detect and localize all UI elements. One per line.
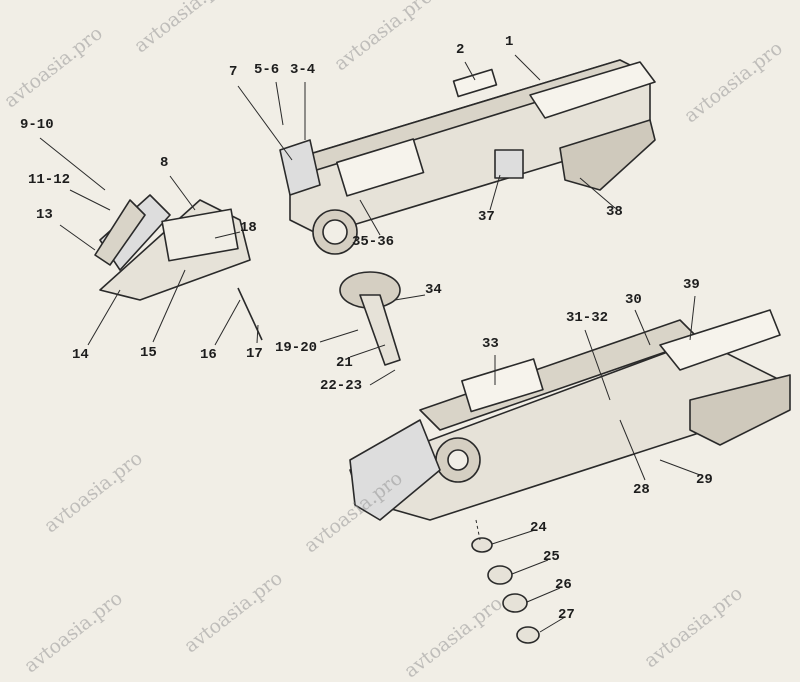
- part-label-31-32: 31-32: [566, 310, 609, 326]
- part-label-9-10: 9-10: [20, 117, 54, 133]
- upper-track-frame: [279, 59, 656, 255]
- part-label-21: 21: [336, 355, 353, 371]
- part-label-39: 39: [683, 277, 700, 293]
- part-label-7: 7: [229, 64, 238, 80]
- part-label-3-4: 3-4: [290, 62, 316, 78]
- part-label-24: 24: [530, 520, 547, 536]
- part-label-11-12: 11-12: [28, 172, 71, 188]
- part-label-38: 38: [606, 204, 623, 220]
- part-label-13: 13: [36, 207, 53, 223]
- part-label-19-20: 19-20: [275, 340, 318, 356]
- front-crossbeam: [94, 194, 251, 301]
- pivot-shaft: [339, 271, 401, 366]
- part-label-16: 16: [200, 347, 217, 363]
- part-label-22-23: 22-23: [320, 378, 363, 394]
- part-label-29: 29: [696, 472, 713, 488]
- part-label-28: 28: [633, 482, 650, 498]
- part-label-34: 34: [425, 282, 442, 298]
- part-label-2: 2: [456, 42, 465, 58]
- part-label-35-36: 35-36: [352, 234, 395, 250]
- part-label-37: 37: [478, 209, 495, 225]
- part-label-18: 18: [240, 220, 257, 236]
- bolt: [237, 287, 263, 341]
- part-label-25: 25: [543, 549, 560, 565]
- part-label-30: 30: [625, 292, 642, 308]
- bushings: [471, 537, 540, 644]
- lower-track-frame: [349, 309, 791, 521]
- part-label-1: 1: [505, 34, 514, 50]
- part-label-8: 8: [160, 155, 169, 171]
- part-label-26: 26: [555, 577, 572, 593]
- part-label-17: 17: [246, 346, 263, 362]
- part-label-14: 14: [72, 347, 89, 363]
- leader-lines: [39, 54, 701, 633]
- part-label-33: 33: [482, 336, 499, 352]
- part-label-5-6: 5-6: [254, 62, 280, 78]
- part-label-15: 15: [140, 345, 157, 361]
- part-label-27: 27: [558, 607, 575, 623]
